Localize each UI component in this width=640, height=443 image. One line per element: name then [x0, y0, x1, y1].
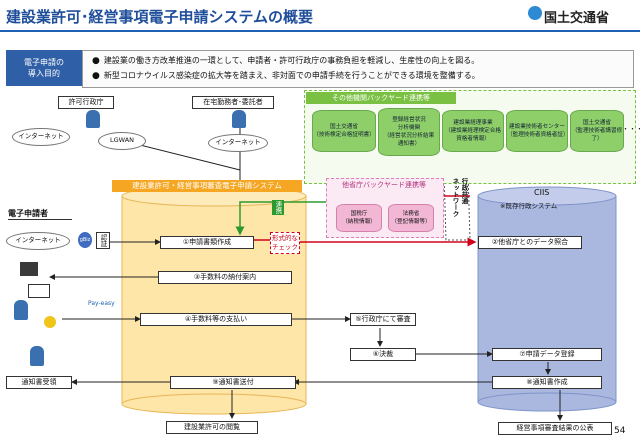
step-4: ④手数料等の支払い — [140, 313, 292, 326]
step-9: ⑨通知書送付 — [170, 376, 296, 389]
purpose-line-1: ●建設業の働き方改革推進の一環として、申請者・許可行政庁の事務負担を軽減し、生産… — [92, 56, 480, 66]
pc-icon — [20, 262, 38, 276]
step-6: ⑥決裁 — [350, 348, 416, 361]
step-7: ⑦申請データ登録 — [492, 348, 602, 361]
step-8: ⑧通知書作成 — [492, 376, 602, 389]
backyard-ellipsis: ・・・ — [622, 125, 640, 133]
remote-internet-cloud: インターネット — [208, 134, 268, 152]
receiver-person-icon — [30, 346, 44, 366]
applicant-label: 電子申請者 — [8, 209, 48, 218]
permit-view: 建設業許可の閲覧 — [166, 421, 258, 434]
bullet-icon: ● — [92, 56, 100, 66]
auth-label: 認証 — [96, 232, 110, 249]
yen-coin-icon — [44, 316, 56, 328]
mail-icon — [28, 284, 50, 298]
result-publication: 経営事項審査結果の公表 — [498, 422, 612, 435]
backyard-item-accounting: 建設業経理事業 （建設業経理検定合格 資格者情報） — [442, 110, 504, 152]
ministry-logo-icon — [528, 6, 542, 20]
gbiz-icon: gBiz — [78, 232, 92, 248]
page-title: 建設業許可･経営事項電子申請システムの概要 — [6, 8, 314, 26]
remote-person-icon — [232, 110, 246, 128]
ciis-label: CIIS — [534, 188, 550, 197]
jcip-cylinder — [121, 185, 307, 415]
ministry-name: 国土交通省 — [544, 11, 610, 26]
admin-internet-cloud: インターネット — [12, 128, 70, 146]
page-number: 54 — [614, 426, 626, 436]
backyard-item-mlit-cert: 国土交通省 （技術検定合格証明書） — [312, 110, 376, 152]
lgwan-cloud: LGWAN — [98, 132, 146, 150]
applicant-internet-cloud: インターネット — [6, 232, 70, 250]
jcip-system-head: 建設業許可・経営事項審査電子申請システム — [112, 180, 302, 192]
notice-received: 通知書受領 — [6, 376, 72, 389]
backyard-item-nta: 国税庁 （納税情報） — [336, 204, 382, 232]
ciis-cylinder — [477, 186, 617, 412]
purpose-label: 電子申請の 導入目的 — [6, 50, 82, 86]
step-5: ⑤行政庁にて審査 — [350, 313, 416, 326]
backyard-item-moj: 法務省 （登記情報等） — [388, 204, 434, 232]
form-check-label: 形式的な チェック — [270, 232, 300, 254]
remote-worker-label: 在宅勤務者･委託者 — [192, 96, 274, 109]
other-backyard-head: その他機関バックヤード連携等 — [306, 92, 456, 104]
admin-label: 許可行政庁 — [58, 96, 114, 109]
backyard-item-analysis: 登録経営状況 分析機関 （経営状況分析結果 通知書） — [378, 108, 440, 156]
applicant-divider — [8, 219, 72, 220]
step-2: ②他省庁とのデータ照合 — [478, 236, 582, 249]
header-divider — [0, 30, 640, 32]
admin-person-icon — [86, 110, 100, 128]
ciis-sub: ※既存行政システム — [500, 202, 558, 210]
backyard-item-mlit-course: 国土交通省 （監理技術者講習修了） — [570, 110, 624, 152]
purpose-area — [82, 50, 634, 88]
step-1: ①申請書類作成 — [160, 236, 254, 249]
purpose-line-2: ●新型コロナウイルス感染症の拡大等を踏まえ、非対面での申請手続を行うことができる… — [92, 71, 480, 81]
ministry-backyard-head: 他省庁バックヤード連携等 — [342, 181, 426, 189]
admin-network-label: 行政共通 ネットワーク — [451, 178, 468, 217]
step-3: ③手数料の納付案内 — [158, 271, 292, 284]
payer-person-icon — [14, 300, 28, 320]
bullet-icon: ● — [92, 71, 100, 81]
payeasy-logo: Pay-easy — [88, 300, 115, 307]
link-label: 連携 — [272, 200, 284, 215]
backyard-item-engineer-center: 建設業技術者センター （監理技術者資格者証） — [506, 110, 569, 152]
